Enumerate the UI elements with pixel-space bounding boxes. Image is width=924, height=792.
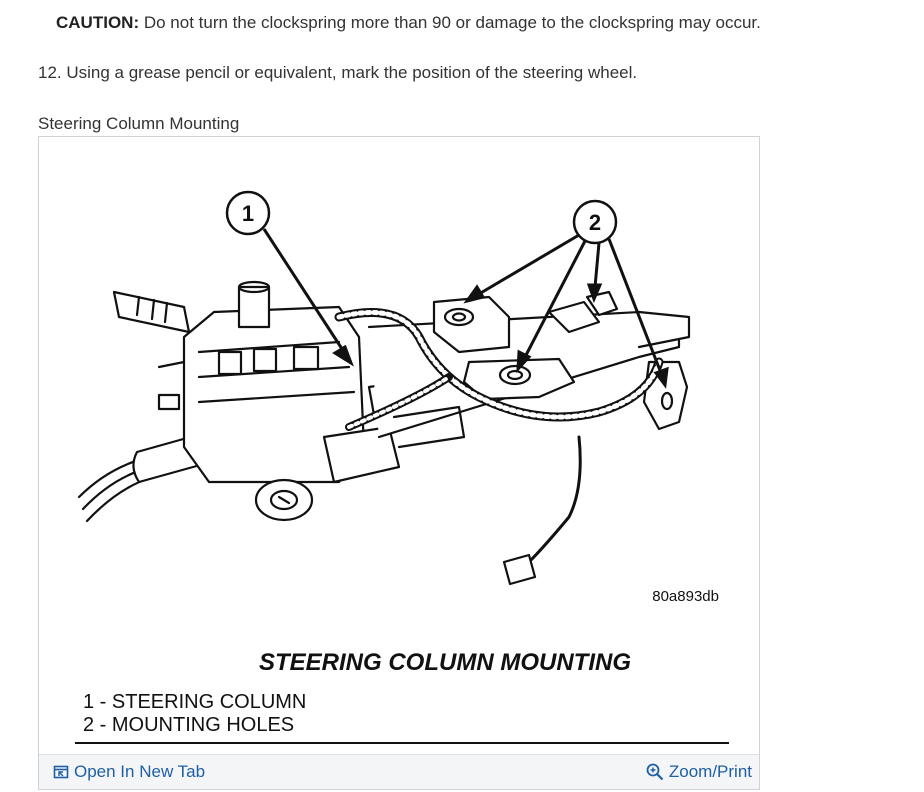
open-in-new-tab-icon <box>53 764 69 780</box>
zoom-icon <box>646 763 664 781</box>
callout-circle-2 <box>572 199 618 245</box>
zoom-print-label: Zoom/Print <box>668 762 752 781</box>
caution-text: Do not turn the clockspring more than 90… <box>139 13 761 32</box>
figure-footer: Open In New Tab Zoom/Print <box>39 754 759 789</box>
figure-title: STEERING COLUMN MOUNTING <box>259 649 631 676</box>
zoom-print-link[interactable]: Zoom/Print <box>646 762 752 782</box>
callout-label-1: 1 <box>242 201 254 226</box>
figure-frame: 1 2 80a893db STEERING COLUMN MOUNTING 1 … <box>38 136 760 790</box>
steering-column-illustration: 1 2 80a893db STEERING COLUMN MOUNTING 1 … <box>75 190 729 744</box>
callout-circle-1 <box>225 190 271 236</box>
caution-note: CAUTION: Do not turn the clockspring mor… <box>56 13 761 33</box>
figure-caption: Steering Column Mounting <box>38 114 240 133</box>
caution-label: CAUTION: <box>56 13 140 32</box>
legend-item-1: 1 - STEERING COLUMN <box>83 691 306 713</box>
open-in-new-tab-label: Open In New Tab <box>74 762 206 781</box>
step-instruction: 12. Using a grease pencil or equivalent,… <box>38 63 638 82</box>
callout-label-2: 2 <box>589 210 601 235</box>
legend-item-2: 2 - MOUNTING HOLES <box>83 714 294 736</box>
figure-code: 80a893db <box>652 588 719 605</box>
open-in-new-tab-link[interactable]: Open In New Tab <box>53 762 205 782</box>
